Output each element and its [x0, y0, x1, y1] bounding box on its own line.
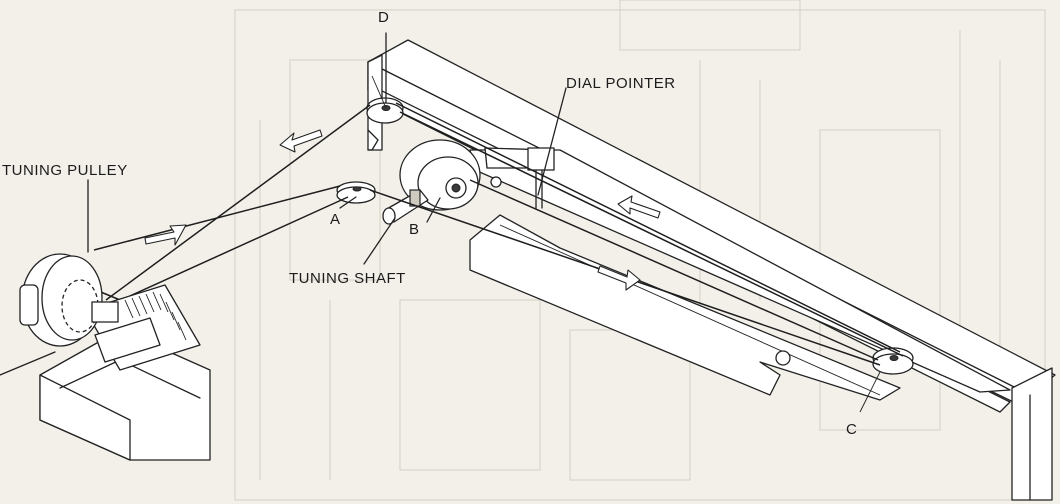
- label-tuning-pulley: TUNING PULLEY: [2, 162, 128, 179]
- leader-lines: [87, 32, 567, 265]
- arrow-icon: [617, 195, 661, 219]
- tuning-pulley-assembly: [0, 253, 211, 461]
- pulley-d: [366, 75, 404, 124]
- tuning-shaft: [382, 189, 429, 225]
- label-pulley-a: A: [330, 211, 341, 228]
- pulley-a: [336, 181, 376, 204]
- label-dial-pointer: DIAL POINTER: [566, 75, 676, 92]
- label-tuning-shaft: TUNING SHAFT: [289, 270, 406, 287]
- pulley-c: [859, 347, 914, 413]
- label-pulley-b: B: [409, 221, 420, 238]
- arrow-icon: [597, 265, 641, 291]
- label-pulley-c: C: [846, 421, 858, 438]
- arrow-icon: [144, 224, 187, 246]
- dial-cord: [59, 102, 904, 366]
- direction-arrows: [144, 129, 661, 291]
- background-board-ghost: [234, 0, 1046, 501]
- arrow-icon: [279, 129, 323, 153]
- label-pulley-d: D: [378, 9, 390, 26]
- gear-teeth: [124, 291, 187, 341]
